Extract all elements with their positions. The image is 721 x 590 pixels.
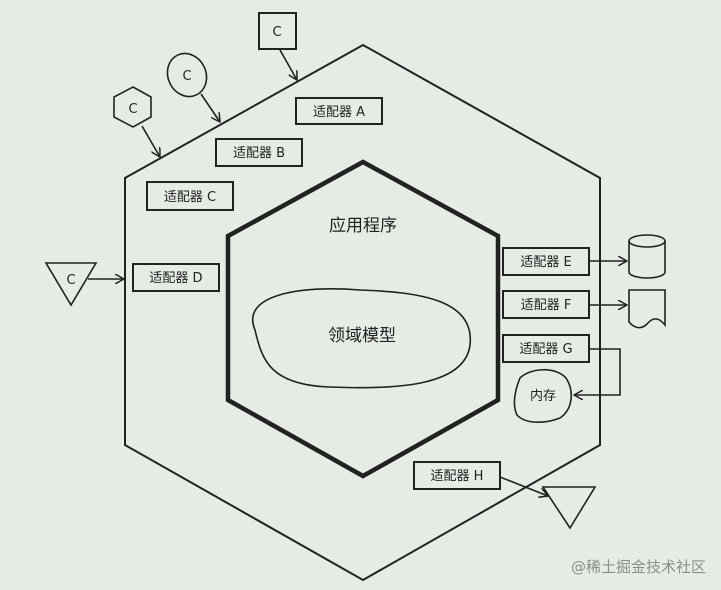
client-ellipse: C bbox=[166, 52, 208, 98]
client-hexagon: C bbox=[113, 86, 152, 128]
adapter-b-label: 适配器 B bbox=[233, 146, 285, 161]
adapter-a-label: 适配器 A bbox=[313, 105, 365, 120]
adapter-h-label: 适配器 H bbox=[431, 469, 484, 484]
client-ellipse-label: C bbox=[182, 69, 191, 84]
memory-label: 内存 bbox=[530, 388, 556, 404]
adapter-c-label: 适配器 C bbox=[164, 190, 216, 205]
adapter-e: 适配器 E bbox=[502, 247, 590, 276]
watermark: @稀土掘金技术社区 bbox=[571, 558, 706, 576]
client-hexagon-label: C bbox=[128, 102, 137, 117]
adapter-c: 适配器 C bbox=[146, 181, 234, 211]
arrow-square-to-a bbox=[279, 49, 297, 80]
arrow-hexagon-to-c bbox=[141, 125, 160, 157]
adapter-d-label: 适配器 D bbox=[149, 271, 202, 286]
adapter-b: 适配器 B bbox=[215, 138, 303, 167]
client-triangle: C bbox=[44, 262, 98, 307]
application-hexagon bbox=[225, 159, 501, 479]
client-square-label: C bbox=[272, 25, 281, 40]
adapter-a: 适配器 A bbox=[295, 97, 383, 125]
memory-blob bbox=[513, 368, 573, 423]
adapter-e-label: 适配器 E bbox=[520, 255, 571, 270]
application-label: 应用程序 bbox=[329, 216, 397, 236]
adapter-d: 适配器 D bbox=[132, 263, 220, 292]
outer-hexagon bbox=[124, 43, 601, 582]
adapter-f-label: 适配器 F bbox=[521, 298, 572, 313]
database-icon bbox=[628, 234, 666, 279]
adapter-g-label: 适配器 G bbox=[519, 342, 572, 357]
adapter-f: 适配器 F bbox=[502, 290, 590, 319]
adapter-g: 适配器 G bbox=[502, 334, 590, 363]
adapter-h: 适配器 H bbox=[413, 461, 501, 490]
client-square: C bbox=[258, 12, 297, 50]
client-triangle-label: C bbox=[66, 273, 75, 288]
arrow-ellipse-to-b bbox=[200, 93, 220, 122]
domain-model-blob bbox=[252, 287, 471, 389]
arrow-h-to-triangle bbox=[499, 476, 548, 496]
arrow-g-to-memory bbox=[574, 348, 621, 395]
output-triangle bbox=[541, 486, 597, 530]
domain-model-label: 领域模型 bbox=[328, 326, 396, 346]
document-icon bbox=[628, 289, 666, 329]
